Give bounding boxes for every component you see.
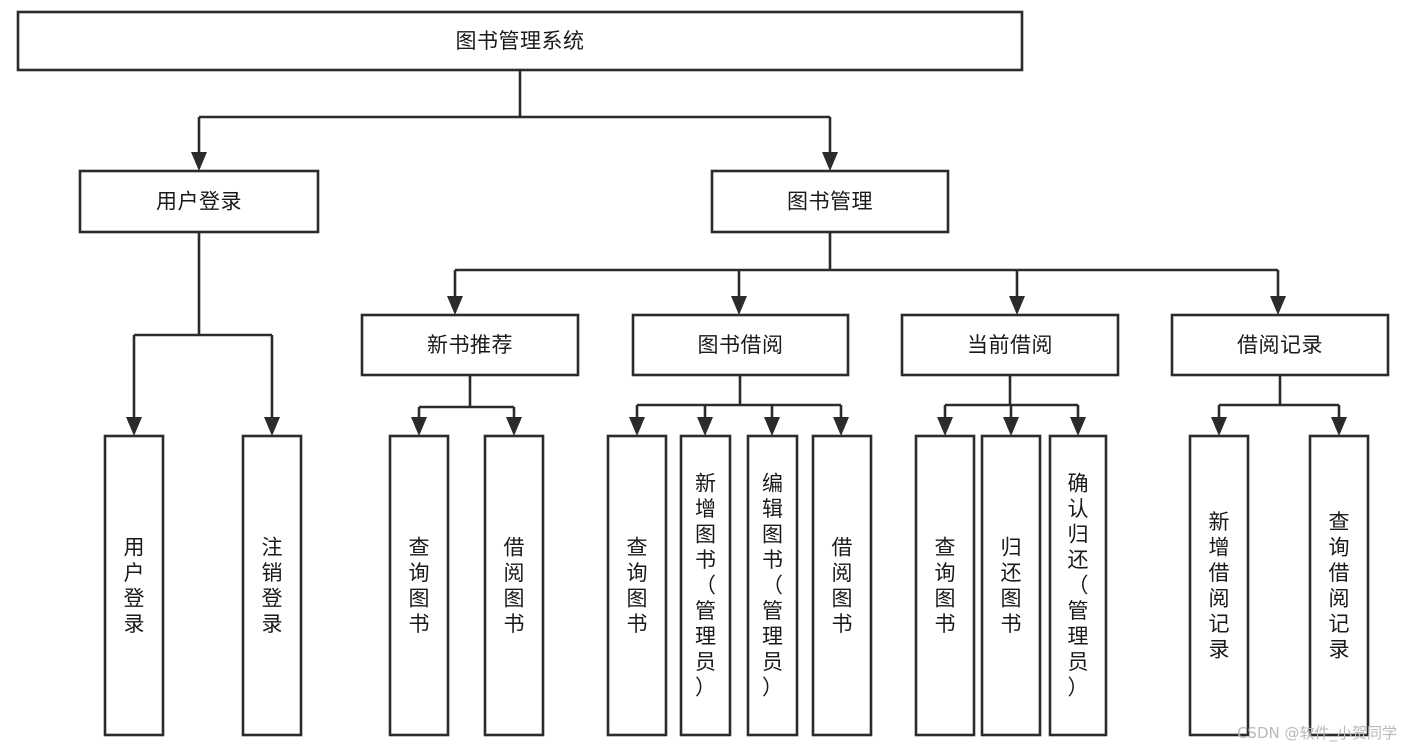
node-layer: 图书管理系统用户登录图书管理新书推荐图书借阅当前借阅借阅记录用户登录注销登录查询… (16, 10, 1390, 737)
node-label-leaf-add-borrow-record: 新增借阅记录 (1209, 510, 1230, 662)
conn-user-login-children-arrow-0 (126, 417, 142, 436)
node-label-leaf-add-book-admin: 新增图书（管理员） (695, 472, 716, 700)
conn-borrow-children-arrow-2 (764, 417, 780, 436)
watermark-text: CSDN @软件_小贺同学 (1236, 724, 1397, 742)
conn-record-children-arrow-0 (1211, 417, 1227, 436)
node-label-leaf-user-login: 用户登录 (124, 535, 145, 636)
conn-borrow-children-arrow-0 (629, 417, 645, 436)
conn-book-management-children-arrow-3 (1270, 296, 1286, 315)
conn-user-login-children-arrow-1 (264, 417, 280, 436)
node-label-leaf-query-borrow-record: 查询借阅记录 (1329, 510, 1350, 662)
node-label-leaf-confirm-return-admin: 确认归还（管理员） (1068, 472, 1089, 700)
conn-current-children-arrow-1 (1003, 417, 1019, 436)
node-box-borrow-record[interactable] (1170, 313, 1390, 377)
conn-current-children-arrow-2 (1070, 417, 1086, 436)
node-label-leaf-query-book-current: 查询图书 (935, 535, 956, 636)
node-box-leaf-return-book[interactable] (980, 434, 1042, 737)
node-label-root: 图书管理系统 (456, 29, 585, 53)
conn-book-management-children-arrow-1 (731, 296, 747, 315)
node-box-leaf-edit-book-admin[interactable] (746, 434, 799, 737)
node-box-leaf-borrow-book[interactable] (811, 434, 873, 737)
conn-root-to-level2-arrow-0 (191, 152, 207, 171)
conn-root-to-level2-arrow-1 (822, 152, 838, 171)
conn-recommend-children-arrow-1 (506, 417, 522, 436)
node-box-leaf-user-login[interactable] (103, 434, 165, 737)
node-box-leaf-query-book-recommend[interactable] (388, 434, 450, 737)
conn-recommend-children-arrow-0 (411, 417, 427, 436)
node-box-root[interactable] (16, 10, 1024, 72)
conn-current-children-arrow-0 (937, 417, 953, 436)
node-box-leaf-add-book-admin[interactable] (679, 434, 732, 737)
node-label-new-book-recommend: 新书推荐 (427, 333, 513, 357)
node-label-leaf-return-book: 归还图书 (1001, 535, 1022, 636)
node-box-leaf-borrow-book-recommend[interactable] (483, 434, 545, 737)
node-label-book-management: 图书管理 (787, 190, 873, 214)
node-box-leaf-query-borrow-record[interactable] (1308, 434, 1370, 737)
node-box-new-book-recommend[interactable] (360, 313, 580, 377)
node-box-leaf-confirm-return-admin[interactable] (1048, 434, 1108, 737)
node-box-book-management[interactable] (710, 169, 950, 234)
node-box-book-borrow[interactable] (631, 313, 850, 377)
node-label-leaf-borrow-book-recommend: 借阅图书 (504, 535, 525, 636)
node-label-leaf-query-book-borrow: 查询图书 (627, 535, 648, 636)
conn-book-management-children-arrow-2 (1009, 296, 1025, 315)
node-box-leaf-logout[interactable] (241, 434, 303, 737)
node-box-leaf-add-borrow-record[interactable] (1188, 434, 1250, 737)
node-label-leaf-logout: 注销登录 (262, 535, 283, 636)
node-label-leaf-query-book-recommend: 查询图书 (409, 535, 430, 636)
conn-borrow-children-arrow-3 (833, 417, 849, 436)
node-box-leaf-query-book-borrow[interactable] (606, 434, 668, 737)
node-label-leaf-borrow-book: 借阅图书 (832, 535, 853, 636)
node-label-book-borrow: 图书借阅 (698, 333, 784, 357)
node-box-user-login[interactable] (78, 169, 320, 234)
conn-record-children-arrow-1 (1331, 417, 1347, 436)
node-box-leaf-query-book-current[interactable] (914, 434, 976, 737)
node-label-leaf-edit-book-admin: 编辑图书（管理员） (762, 472, 783, 700)
node-label-user-login: 用户登录 (156, 190, 242, 214)
connector-layer (126, 70, 1347, 436)
conn-borrow-children-arrow-1 (697, 417, 713, 436)
node-box-current-borrow[interactable] (900, 313, 1120, 377)
node-label-current-borrow: 当前借阅 (967, 333, 1053, 357)
node-label-borrow-record: 借阅记录 (1237, 333, 1323, 357)
conn-book-management-children-arrow-0 (447, 296, 463, 315)
